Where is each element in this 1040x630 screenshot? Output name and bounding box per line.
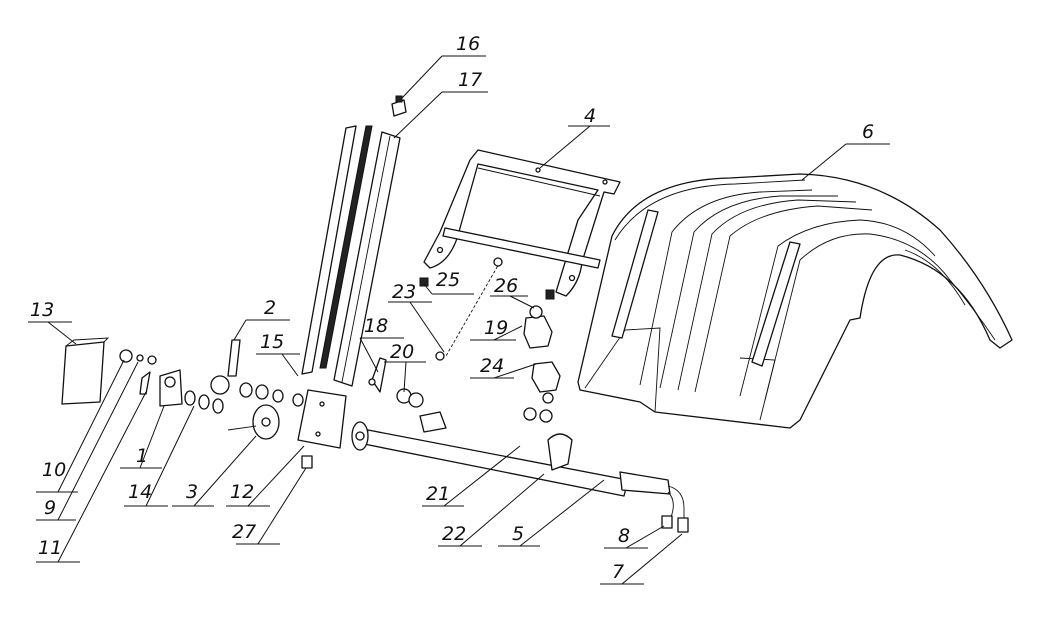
callout-numbers: 16 17 4 6 2 15 23 25 26 18 20 19 24 13 1… xyxy=(30,33,874,583)
callout-19: 19 xyxy=(484,317,508,339)
callout-4: 4 xyxy=(584,105,596,127)
callout-9: 9 xyxy=(44,497,56,519)
part-profile-rod xyxy=(301,125,401,387)
callout-26: 26 xyxy=(494,275,518,297)
part-clip xyxy=(391,95,407,117)
part-axle-tube xyxy=(351,388,689,533)
part-bracket-post xyxy=(210,339,241,395)
part-fender xyxy=(577,173,1013,429)
callout-21: 21 xyxy=(426,483,450,505)
callout-15: 15 xyxy=(260,331,284,353)
part-clamps xyxy=(523,305,561,404)
part-lever xyxy=(368,357,387,393)
callout-20: 20 xyxy=(390,341,414,363)
callout-2: 2 xyxy=(264,297,276,319)
callout-18: 18 xyxy=(364,315,388,337)
callout-23: 23 xyxy=(392,281,416,303)
part-cover-block xyxy=(61,337,110,405)
callout-11: 11 xyxy=(38,537,62,559)
callout-24: 24 xyxy=(480,355,504,377)
part-plate xyxy=(297,389,347,469)
part-disc-hub xyxy=(227,404,280,440)
callout-1: 1 xyxy=(136,445,148,467)
callout-3: 3 xyxy=(186,481,198,503)
callout-17: 17 xyxy=(458,69,482,91)
callout-12: 12 xyxy=(230,481,254,503)
leader-lines xyxy=(28,55,890,585)
callout-10: 10 xyxy=(42,459,66,481)
callout-14: 14 xyxy=(128,481,152,503)
part-washers xyxy=(184,382,304,414)
part-block xyxy=(159,369,183,407)
callout-25: 25 xyxy=(436,269,460,291)
callout-22: 22 xyxy=(442,523,466,545)
callout-8: 8 xyxy=(618,525,630,547)
callout-16: 16 xyxy=(456,33,480,55)
callout-27: 27 xyxy=(232,521,256,543)
part-fasteners xyxy=(119,349,157,395)
callout-13: 13 xyxy=(30,299,54,321)
callout-7: 7 xyxy=(612,561,624,583)
callout-6: 6 xyxy=(862,121,874,143)
callout-5: 5 xyxy=(512,523,524,545)
part-spring xyxy=(435,257,503,361)
part-frame-bracket xyxy=(419,149,621,300)
